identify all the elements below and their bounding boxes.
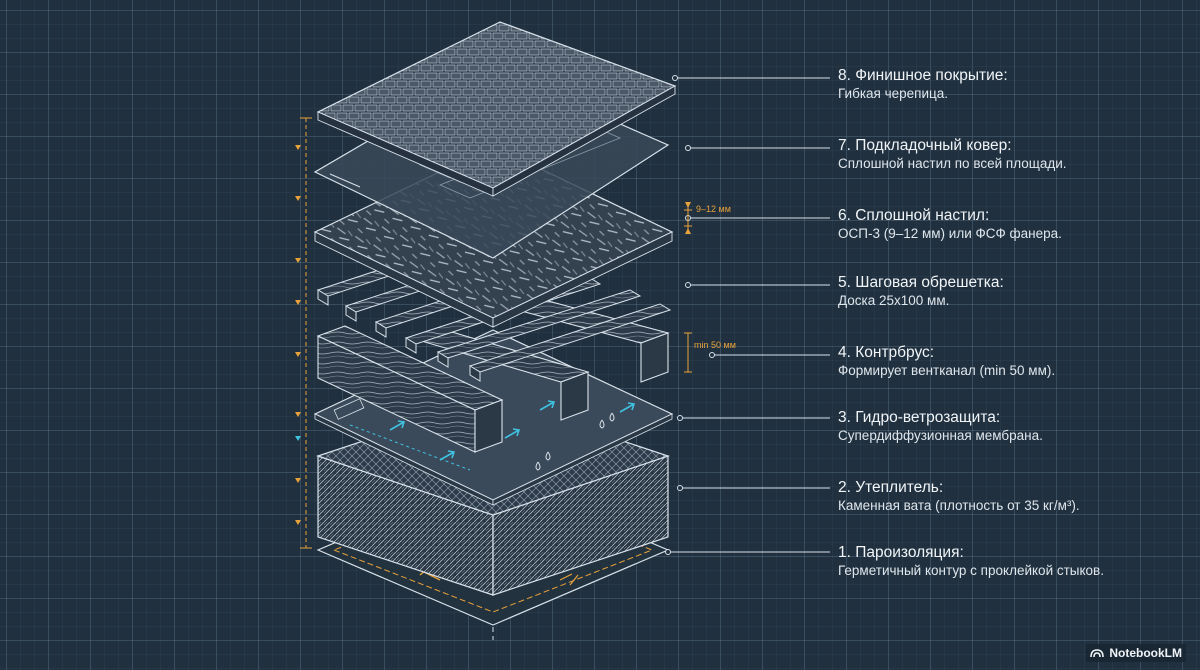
leader-lines: [665, 75, 830, 555]
layer-description: ОСП-3 (9–12 мм) или ФСФ фанера.: [838, 226, 1062, 241]
label-layer-3: 3. Гидро-ветрозащита: Супердиффузионная …: [838, 408, 1178, 445]
counter-batten-dimension: min 50 мм: [684, 332, 736, 373]
layer-title: 4. Контрбрус:: [838, 344, 935, 361]
layer-description: Доска 25х100 мм.: [838, 293, 950, 308]
brand-name: NotebookLM: [1109, 646, 1182, 660]
osb-thickness-dimension: 9–12 мм: [684, 202, 731, 234]
layer-title: 5. Шаговая обрешетка:: [838, 274, 1004, 291]
layer-title: 8. Финишное покрытие:: [838, 67, 1008, 84]
label-layer-2: 2. Утеплитель: Каменная вата (плотность …: [838, 478, 1178, 515]
layer-title: 1. Пароизоляция:: [838, 544, 964, 561]
label-layer-8: 8. Финишное покрытие: Гибкая черепица.: [838, 66, 1178, 103]
layer-title: 7. Подкладочный ковер:: [838, 137, 1012, 154]
counter-batten-gap-label: min 50 мм: [694, 340, 736, 350]
layer-title: 2. Утеплитель:: [838, 479, 944, 496]
label-layer-1: 1. Пароизоляция: Герметичный контур с пр…: [838, 543, 1178, 580]
layer-shingles: [316, 21, 677, 197]
layer-description: Каменная вата (плотность от 35 кг/м³).: [838, 498, 1080, 513]
layer-description: Сплошной настил по всей площади.: [838, 156, 1067, 171]
layer-description: Формирует вентканал (min 50 мм).: [838, 363, 1056, 378]
left-dimension-guide: [295, 117, 312, 549]
brand-watermark: NotebookLM: [1086, 644, 1186, 662]
label-layer-6: 6. Сплошной настил: ОСП-3 (9–12 мм) или …: [838, 206, 1178, 243]
layer-title: 3. Гидро-ветрозащита:: [838, 409, 1001, 426]
notebooklm-logo-icon: [1090, 649, 1105, 658]
layer-description: Супердиффузионная мембрана.: [838, 428, 1043, 443]
layer-title: 6. Сплошной настил:: [838, 207, 990, 224]
layer-description: Гибкая черепица.: [838, 86, 948, 101]
layer-description: Герметичный контур с проклейкой стыков.: [838, 563, 1104, 578]
label-layer-7: 7. Подкладочный ковер: Сплошной настил п…: [838, 136, 1178, 173]
label-layer-5: 5. Шаговая обрешетка: Доска 25х100 мм.: [838, 273, 1178, 310]
label-layer-4: 4. Контрбрус: Формирует вентканал (min 5…: [838, 343, 1178, 380]
osb-thickness-label: 9–12 мм: [696, 204, 731, 214]
